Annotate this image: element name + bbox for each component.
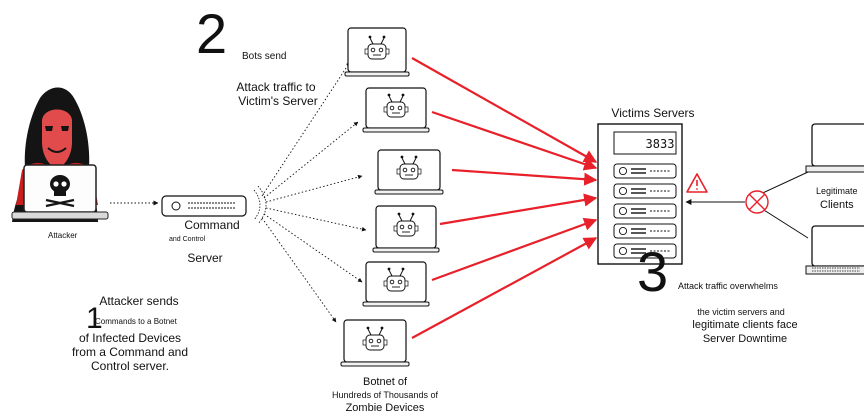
server-slot bbox=[613, 223, 677, 239]
step-1-number: 1 bbox=[86, 302, 103, 335]
cc-to-bot-arrows bbox=[261, 61, 367, 323]
robot-icon bbox=[362, 326, 388, 351]
legit-clients-face-label: legitimate clients face bbox=[692, 319, 798, 331]
attacker-label: Attacker bbox=[48, 231, 78, 240]
server-slot bbox=[613, 183, 677, 199]
infected-devices-label: of Infected Devices bbox=[78, 331, 182, 345]
step-3-number: 3 bbox=[637, 240, 669, 303]
clients-label: Clients bbox=[820, 199, 854, 211]
commands-to-botnet-label: Commands to a Botnet bbox=[95, 317, 177, 326]
botnet-line1: Botnet of bbox=[362, 376, 408, 388]
legit-client-laptop-1 bbox=[805, 123, 864, 173]
from-cc-line2: Control server. bbox=[90, 359, 170, 373]
botnet-line2: Hundreds of Thousands of bbox=[332, 390, 438, 400]
bots-send-label: Bots send bbox=[242, 51, 287, 62]
bot-laptop bbox=[362, 261, 430, 307]
bot-laptop bbox=[374, 149, 444, 195]
bot-laptop bbox=[362, 87, 430, 133]
legit-client-laptop-2 bbox=[805, 225, 864, 275]
and-control-label: and Control bbox=[169, 236, 206, 243]
bot-laptop bbox=[344, 27, 410, 77]
robot-icon bbox=[383, 267, 409, 292]
server-label: Server bbox=[187, 251, 223, 265]
robot-icon bbox=[383, 93, 409, 118]
blocked-legit-traffic bbox=[685, 171, 809, 239]
victim-servers-and-label: the victim servers and bbox=[697, 307, 785, 317]
command-control-server bbox=[161, 195, 247, 217]
attacker-face bbox=[42, 109, 72, 168]
attacker-sends-label: Attacker sends bbox=[99, 294, 179, 308]
attacker-figure bbox=[11, 87, 109, 222]
server-slot bbox=[613, 163, 677, 179]
legitimate-label: Legitimate bbox=[816, 186, 858, 196]
skull-icon bbox=[45, 175, 75, 208]
blocked-x-icon bbox=[745, 190, 769, 214]
server-slot bbox=[613, 243, 677, 259]
botnet-line3: Zombie Devices bbox=[345, 402, 425, 414]
robot-icon bbox=[364, 35, 390, 60]
bot-laptop bbox=[340, 319, 410, 367]
attack-traffic-to-label: Attack traffic to bbox=[236, 80, 316, 94]
attack-traffic-arrows bbox=[411, 57, 598, 339]
server-slot bbox=[613, 203, 677, 219]
server-downtime-label: Server Downtime bbox=[702, 333, 788, 345]
victims-server-label: Victim's Server bbox=[238, 94, 318, 108]
attack-overwhelms-label: Attack traffic overwhelms bbox=[678, 281, 778, 291]
command-label: Command bbox=[184, 218, 240, 232]
server-display-readout: 3833 bbox=[646, 137, 675, 151]
victims-servers-label: Victims Servers bbox=[611, 106, 695, 120]
step-2-number: 2 bbox=[196, 2, 228, 65]
warning-icon bbox=[686, 173, 708, 193]
victim-server-rack: 3833 bbox=[597, 123, 683, 265]
robot-icon bbox=[396, 155, 422, 180]
robot-icon bbox=[393, 212, 419, 237]
from-cc-line1: from a Command and bbox=[71, 345, 189, 359]
bot-laptop bbox=[372, 205, 440, 253]
